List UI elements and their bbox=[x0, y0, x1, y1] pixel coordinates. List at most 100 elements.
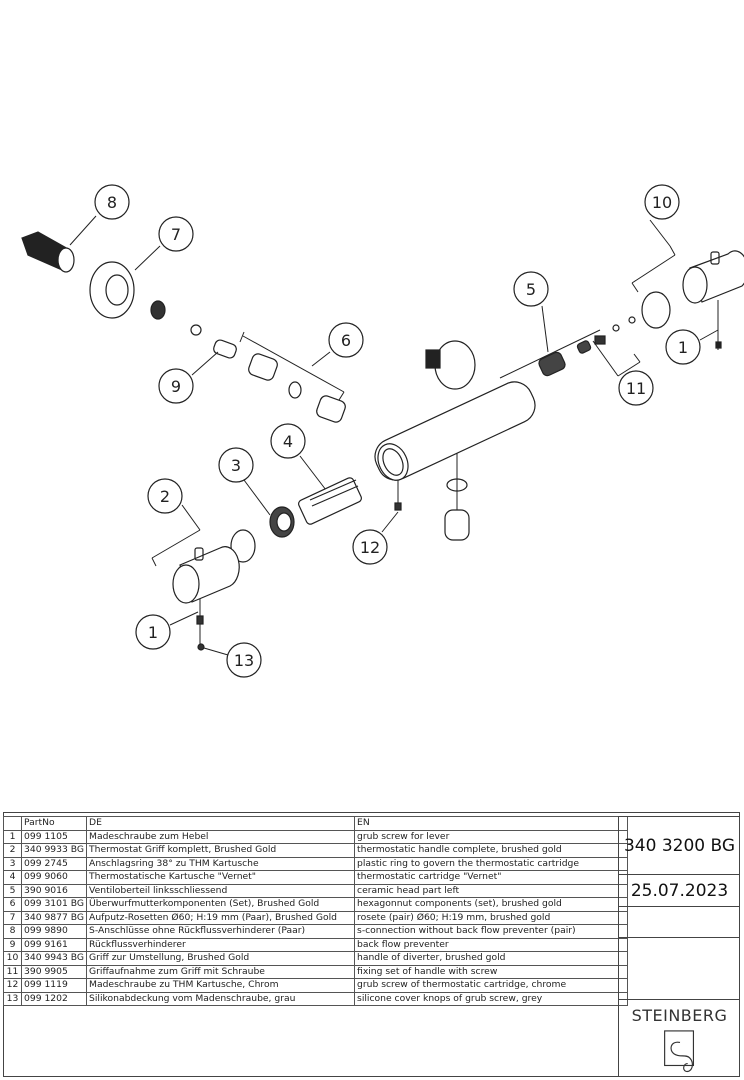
svg-text:9: 9 bbox=[171, 377, 181, 396]
callout-10: 10 bbox=[644, 184, 680, 220]
row-en: back flow preventer bbox=[354, 937, 629, 952]
row-partno: 099 1105 bbox=[20, 829, 88, 844]
part-5-ceramic-head bbox=[538, 340, 592, 377]
row-partno: 099 9890 bbox=[20, 924, 88, 939]
exploded-view-drawing: 8 7 6 9 3 4 2 1 13 12 5 10 1 11 bbox=[21, 184, 744, 678]
row-index: 10 bbox=[3, 951, 22, 966]
svg-text:4: 4 bbox=[283, 432, 293, 451]
row-en: s-connection without back flow preventer… bbox=[354, 924, 629, 939]
header-de: DE bbox=[86, 816, 356, 831]
svg-text:11: 11 bbox=[626, 379, 646, 398]
row-en: grub screw of thermostatic cartridge, ch… bbox=[354, 978, 629, 993]
part-7-rosette bbox=[89, 261, 135, 319]
table-header-row: PartNo DE EN bbox=[3, 816, 629, 831]
row-index: 2 bbox=[3, 843, 22, 858]
row-de: Thermostatische Kartusche "Vernet" bbox=[86, 870, 356, 885]
row-index: 4 bbox=[3, 870, 22, 885]
part-10-diverter-handle bbox=[641, 250, 744, 349]
row-partno: 390 9016 bbox=[20, 883, 88, 898]
row-en: handle of diverter, brushed gold bbox=[354, 951, 629, 966]
row-de: S-Anschlüsse ohne Rückflussverhinderer (… bbox=[86, 924, 356, 939]
svg-text:3: 3 bbox=[231, 456, 241, 475]
row-de: Griff zur Umstellung, Brushed Gold bbox=[86, 951, 356, 966]
callout-5: 5 bbox=[513, 271, 549, 307]
row-en: silicone cover knops of grub screw, grey bbox=[354, 991, 629, 1006]
leader-lines bbox=[69, 215, 719, 656]
callout-3: 3 bbox=[218, 447, 254, 483]
row-partno: 099 1119 bbox=[20, 978, 88, 993]
row-de: Madeschraube zu THM Kartusche, Chrom bbox=[86, 978, 356, 993]
row-de: Überwurfmutterkomponenten (Set), Brushed… bbox=[86, 897, 356, 912]
brand-box: STEINBERG bbox=[618, 999, 740, 1077]
row-de: Madeschraube zum Hebel bbox=[86, 829, 356, 844]
row-en: grub screw for lever bbox=[354, 829, 629, 844]
row-partno: 099 9060 bbox=[20, 870, 88, 885]
svg-text:6: 6 bbox=[341, 331, 351, 350]
part-11-handle-fixing-set bbox=[594, 316, 636, 345]
row-partno: 340 9943 BG bbox=[20, 951, 88, 966]
row-index: 11 bbox=[3, 964, 22, 979]
row-index: 7 bbox=[3, 910, 22, 925]
svg-text:12: 12 bbox=[360, 538, 380, 557]
brand-name: STEINBERG bbox=[631, 1006, 728, 1025]
svg-text:8: 8 bbox=[107, 193, 117, 212]
svg-text:13: 13 bbox=[234, 651, 254, 670]
row-en: hexagonnut components (set), brushed gol… bbox=[354, 897, 629, 912]
row-partno: 099 2745 bbox=[20, 856, 88, 871]
drawing-date: 25.07.2023 bbox=[630, 880, 729, 901]
callout-4: 4 bbox=[270, 423, 306, 459]
row-de: Anschlagsring 38° zu THM Kartusche bbox=[86, 856, 356, 871]
row-de: Silikonabdeckung vom Madenschraube, grau bbox=[86, 991, 356, 1006]
row-index: 8 bbox=[3, 924, 22, 939]
part-3-plastic-ring bbox=[269, 506, 295, 538]
row-partno: 099 9161 bbox=[20, 937, 88, 952]
callout-6: 6 bbox=[328, 322, 364, 358]
row-partno: 340 9933 BG bbox=[20, 843, 88, 858]
article-number-box: 340 3200 BG bbox=[618, 816, 740, 874]
svg-text:1: 1 bbox=[148, 623, 158, 642]
row-partno: 099 3101 BG bbox=[20, 897, 88, 912]
row-partno: 390 9905 bbox=[20, 964, 88, 979]
row-en: rosete (pair) Ø60; H:19 mm, brushed gold bbox=[354, 910, 629, 925]
header-en: EN bbox=[354, 816, 629, 831]
row-de: Thermostat Griff komplett, Brushed Gold bbox=[86, 843, 356, 858]
brand-logo-icon bbox=[663, 1030, 694, 1073]
row-index: 3 bbox=[3, 856, 22, 871]
callout-12: 12 bbox=[352, 529, 388, 565]
row-partno: 099 1202 bbox=[20, 991, 88, 1006]
svg-text:5: 5 bbox=[526, 280, 536, 299]
row-en: fixing set of handle with screw bbox=[354, 964, 629, 979]
row-en: thermostatic cartridge "Vernet" bbox=[354, 870, 629, 885]
callout-7: 7 bbox=[158, 216, 194, 252]
part-6-hexagon-nut bbox=[248, 353, 346, 423]
callout-11: 11 bbox=[618, 370, 654, 406]
row-en: thermostatic handle complete, brushed go… bbox=[354, 843, 629, 858]
callout-2: 2 bbox=[147, 478, 183, 514]
header-partno: PartNo bbox=[20, 816, 88, 831]
row-index: 1 bbox=[3, 829, 22, 844]
row-partno: 340 9877 BG bbox=[20, 910, 88, 925]
svg-text:1: 1 bbox=[678, 338, 688, 357]
article-number: 340 3200 BG bbox=[623, 835, 736, 856]
row-de: Ventiloberteil linksschliessend bbox=[86, 883, 356, 898]
callout-9: 9 bbox=[158, 368, 194, 404]
callout-1b: 1 bbox=[665, 329, 701, 365]
svg-text:7: 7 bbox=[171, 225, 181, 244]
row-de: Rückflussverhinderer bbox=[86, 937, 356, 952]
empty-box bbox=[618, 906, 740, 937]
part-4-thermostatic-cartridge bbox=[298, 477, 362, 525]
part-main-body bbox=[374, 340, 536, 541]
callout-8: 8 bbox=[94, 184, 130, 220]
header-index bbox=[3, 816, 22, 831]
row-en: ceramic head part left bbox=[354, 883, 629, 898]
